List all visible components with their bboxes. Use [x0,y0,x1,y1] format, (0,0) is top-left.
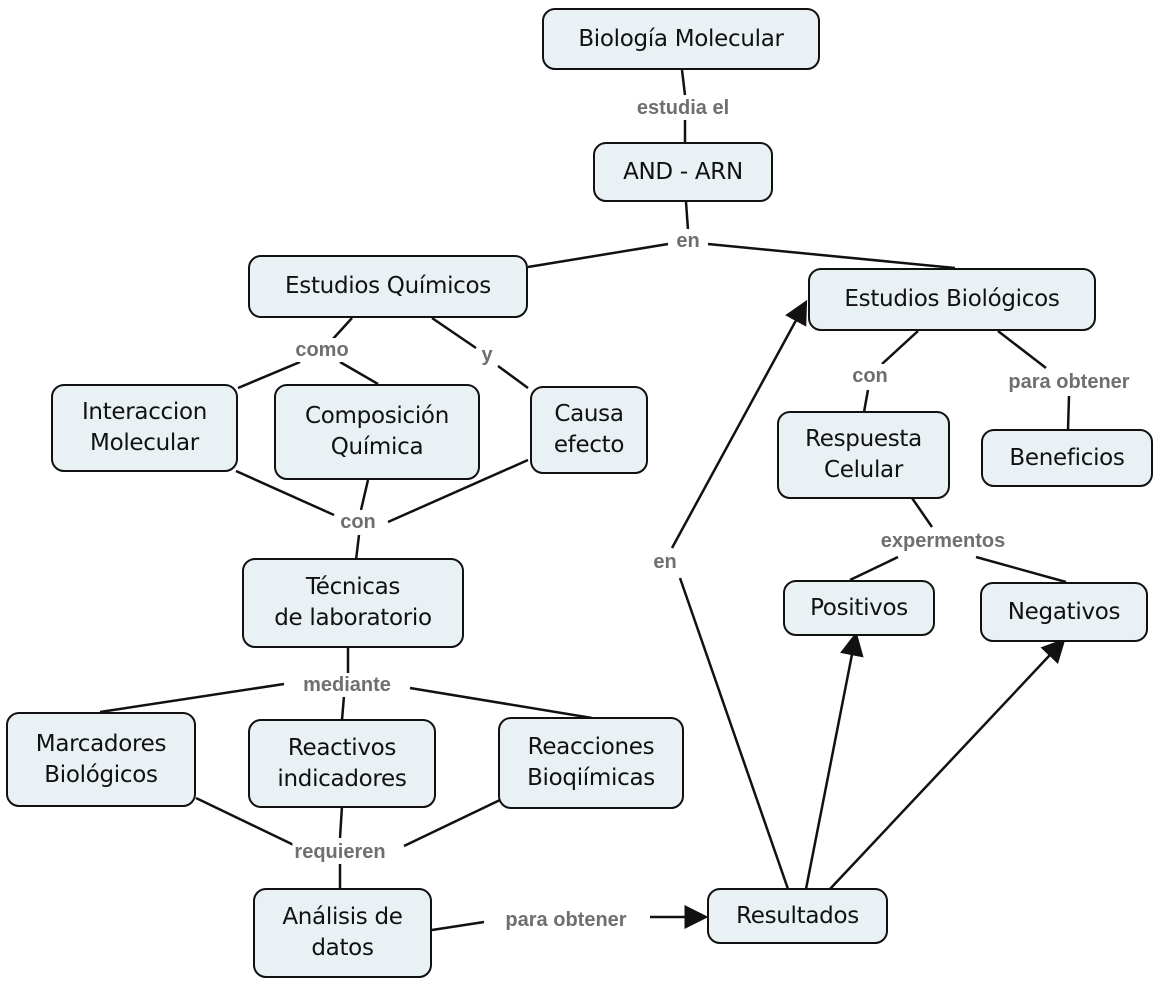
link-experimentos: expermentos [878,529,1008,553]
edge-para-beneficios [1066,395,1071,431]
edge-marcadores-requieren [195,796,301,850]
node-respuesta-celular[interactable]: Respuesta Celular [777,411,950,499]
edge-como-composicion [339,360,379,386]
edge-reactivos-requieren [338,805,344,839]
node-marcadores-biologicos[interactable]: Marcadores Biológicos [6,712,196,807]
edge-exp-positivos [849,555,899,582]
edge-quimicos-y [431,316,477,350]
edge-en-quimicos [527,242,669,269]
node-reactivos-indicadores[interactable]: Reactivos indicadores [248,719,436,808]
edge-mediante-reactivos [340,695,346,721]
link-para-obtener-resultados: para obtener [503,908,629,932]
node-positivos[interactable]: Positivos [783,580,935,636]
node-adn-arn[interactable]: AND - ARN [593,142,773,202]
node-analisis-datos[interactable]: Análisis de datos [253,888,432,978]
edge-causa-con [387,458,529,524]
edge-biologicos-para [997,330,1047,369]
node-resultados[interactable]: Resultados [707,888,888,944]
edge-respuesta-exp [910,497,934,528]
edge-quimicos-como [331,317,353,341]
link-para-obtener-beneficios: para obtener [1006,370,1132,394]
link-con-tecnicas: con [338,510,378,534]
node-beneficios[interactable]: Beneficios [981,429,1153,487]
link-y: y [479,343,495,367]
edge-con-tecnicas [354,534,361,561]
edge-biologicos-con [881,330,919,365]
edge-resultados-positivos [804,631,864,890]
link-en-top: en [674,229,702,253]
edge-mediante-reacciones [409,686,593,720]
edge-interaccion-con [235,469,335,517]
node-negativos[interactable]: Negativos [980,582,1148,642]
edge-adn-en [684,201,690,231]
link-requieren: requieren [292,840,388,864]
link-en-resultados: en [651,550,679,574]
node-tecnicas-laboratorio[interactable]: Técnicas de laboratorio [242,558,464,648]
edge-y-causa [497,364,529,390]
node-causa-efecto[interactable]: Causa efecto [530,386,648,474]
edge-resultados-negativos [829,638,1066,890]
edge-exp-negativos [975,555,1067,584]
edge-analisis-para [431,920,485,932]
edge-resultados-en [678,577,790,890]
link-como: como [293,338,351,362]
edge-como-interaccion [237,360,301,390]
link-mediante: mediante [301,673,393,697]
node-interaccion-molecular[interactable]: Interaccion Molecular [51,384,238,472]
edge-biologia-estudia [680,69,687,96]
link-con-biologicos: con [850,364,890,388]
node-estudios-quimicos[interactable]: Estudios Químicos [248,255,528,318]
edge-mediante-marcadores [99,682,285,714]
node-estudios-biologicos[interactable]: Estudios Biológicos [808,268,1096,331]
edge-composicion-con [359,479,370,511]
node-biologia-molecular[interactable]: Biología Molecular [542,8,820,70]
edge-con-respuesta [862,389,870,413]
link-estudia-el: estudia el [634,96,732,120]
edge-en-biologicos-arrow [670,299,808,549]
node-composicion-quimica[interactable]: Composición Química [274,384,480,480]
edge-reacciones-requieren [403,798,501,848]
node-reacciones-bioquimicas[interactable]: Reacciones Bioqiímicas [498,717,684,809]
edge-en-biologicos [707,242,956,270]
